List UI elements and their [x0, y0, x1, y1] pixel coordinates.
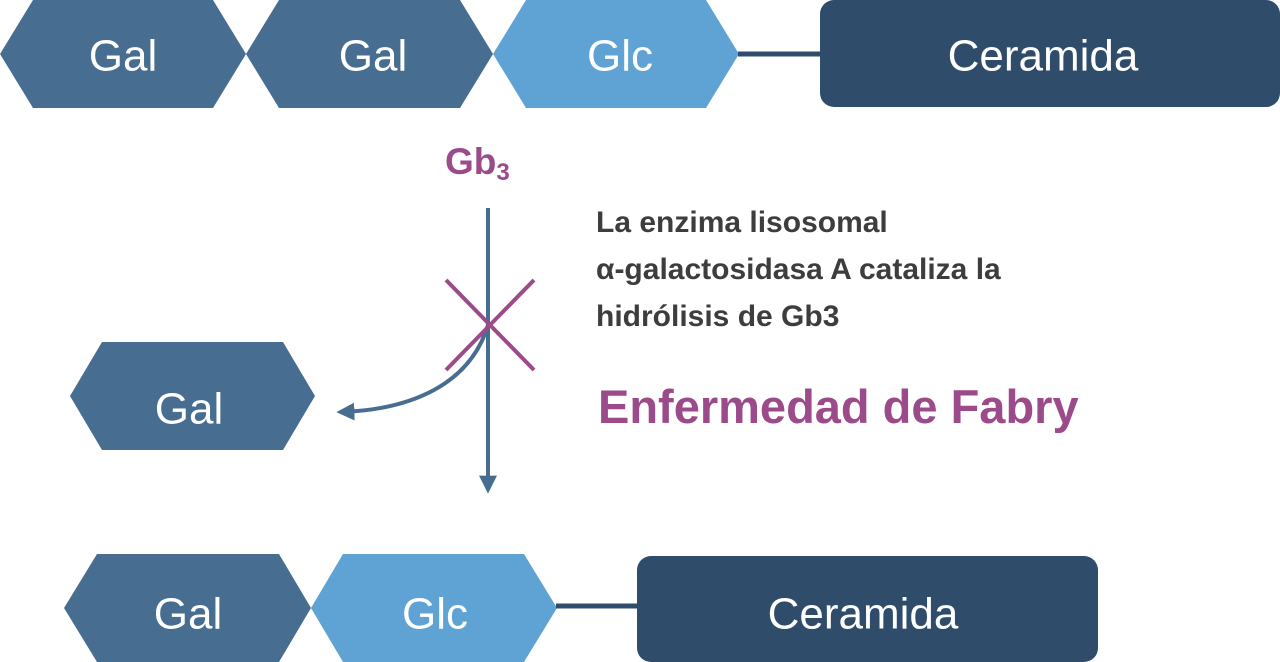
enzyme-description-line-3: hidrólisis de Gb3 [596, 300, 840, 333]
top-chain: Gal Gal Glc Ceramida [0, 0, 1280, 108]
released-gal: Gal [70, 342, 315, 450]
bottom-ceramide-label: Ceramida [768, 590, 959, 639]
reaction-arrows [336, 208, 497, 494]
gb3-substrate-label: Gb3 [445, 140, 510, 186]
top-gal-2-label: Gal [339, 32, 407, 81]
bottom-chain: Gal Glc Ceramida [64, 554, 1098, 662]
bottom-ceramide-box [637, 556, 1098, 662]
disease-label: Enfermedad de Fabry [598, 380, 1079, 433]
top-glc-hexagon [493, 0, 739, 108]
bottom-gal-hexagon [64, 554, 311, 662]
gb3-base: Gb [445, 141, 497, 182]
top-gal-2-hexagon [246, 0, 493, 108]
enzyme-description-line-2: α-galactosidasa A cataliza la [596, 253, 1001, 286]
top-gal-1-hexagon [0, 0, 246, 108]
top-ceramide-box [820, 0, 1280, 107]
bottom-glc-label: Glc [402, 590, 468, 639]
top-glc-label: Glc [587, 32, 653, 81]
released-gal-arrow [336, 324, 490, 421]
cross-icon [444, 278, 536, 372]
released-gal-label: Gal [155, 385, 223, 434]
enzyme-description-line-1: La enzima lisosomal [596, 206, 888, 239]
bottom-gal-label: Gal [154, 590, 222, 639]
released-gal-hexagon [70, 342, 315, 450]
top-gal-1-label: Gal [89, 32, 157, 81]
top-ceramide-label: Ceramida [948, 32, 1139, 81]
gb3-subscript: 3 [496, 159, 510, 186]
enzyme-description: La enzima lisosomal α-galactosidasa A ca… [596, 199, 1001, 340]
bottom-glc-hexagon [311, 554, 557, 662]
